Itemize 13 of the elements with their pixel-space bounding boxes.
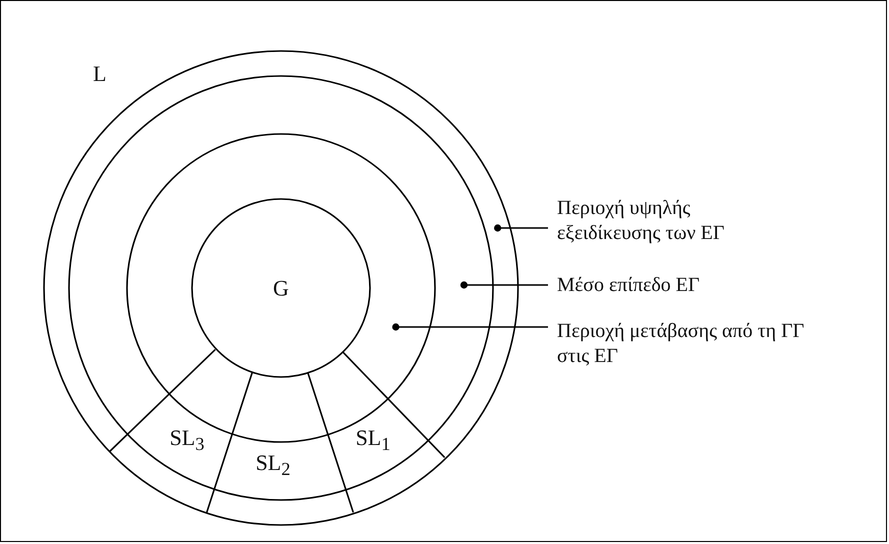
leader-line (494, 224, 548, 232)
region-label: G (273, 276, 289, 300)
callout-text: Περιοχή υψηλής εξειδίκευσης των ΕΓ (549, 196, 754, 250)
ring-region (43, 50, 519, 526)
sector-label: SL$_{3}$ (170, 424, 204, 456)
core-circle (191, 198, 371, 378)
sector-label: SL$_{1}$ (356, 424, 390, 456)
callout-text: Μέσο επίπεδο ΕΓ (549, 273, 749, 301)
sector-label: SL$_{2}$ (256, 450, 290, 482)
region-label: L (93, 61, 106, 86)
callout-text: Περιοχή μετάβασης από τη ΓΓ στις ΕΓ (549, 319, 831, 383)
leader-line (460, 281, 548, 289)
leader-line (392, 323, 548, 331)
